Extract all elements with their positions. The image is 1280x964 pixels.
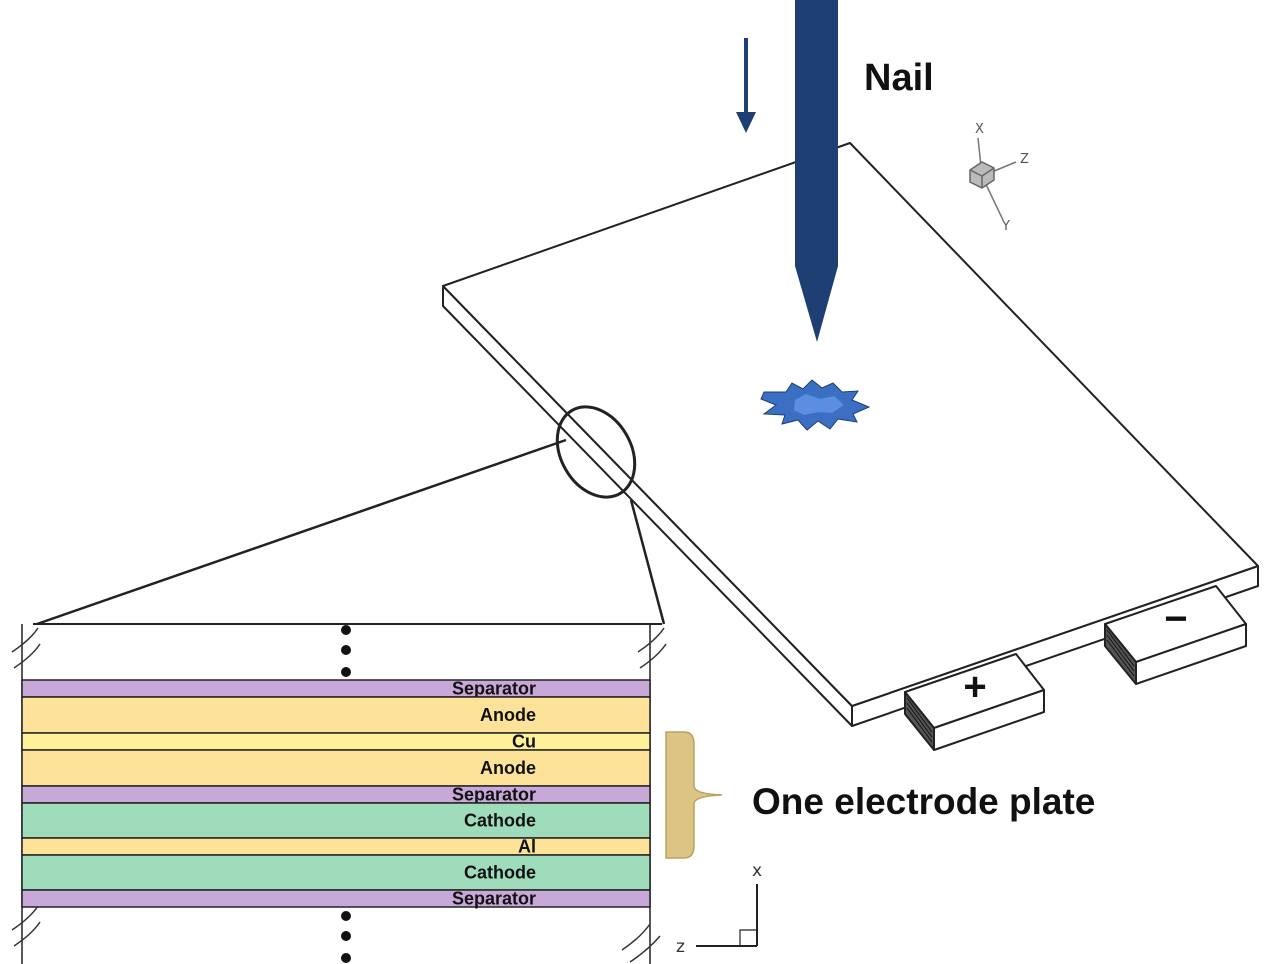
layer-label-anode: Anode [480,758,536,778]
layer-label-separator: Separator [452,889,536,909]
top-axis-x-label: X [975,122,984,137]
layer-label-anode: Anode [480,705,536,725]
break-mark-top-left [11,627,39,653]
penetration-spark-core [794,394,844,415]
zoom-connector-left [36,438,567,626]
layer-stack: SeparatorAnodeCuAnodeSeparatorCathodeAlC… [21,679,651,909]
layer-label-separator: Separator [452,785,536,805]
break-mark-top-right [637,627,665,653]
electrode-plate-brace [665,731,723,859]
bottom-axis-x-label: x [752,861,762,881]
layer-cu [21,732,651,751]
top-axis-y-label: Y [1001,219,1010,234]
bottom-axis [696,884,758,947]
nail [795,0,838,342]
layer-label-cu: Cu [512,732,536,752]
top-axis-triad [969,137,1017,221]
positive-terminal-label: + [963,665,986,709]
layer-cathode [21,854,651,891]
layer-label-cathode: Cathode [464,811,536,831]
layer-al [21,837,651,856]
electrode-plate-label: One electrode plate [752,781,1095,822]
layer-separator [21,889,651,908]
negative-terminal [1104,585,1247,685]
negative-terminal-label: − [1164,597,1187,641]
zoom-connector-right [629,499,666,625]
layer-cathode [21,802,651,839]
positive-terminal [904,653,1045,751]
cell-top-face [442,142,1259,707]
top-axis-z-label: Z [1020,152,1029,167]
bottom-axis-z-label: z [676,937,685,957]
layer-label-separator: Separator [452,679,536,699]
layer-anode [21,696,651,734]
nail-label: Nail [864,57,934,99]
axis-cube-icon [969,161,995,189]
continuation-dot [341,625,351,635]
layer-separator [21,785,651,804]
layer-label-al: Al [518,837,536,857]
layer-separator [21,679,651,698]
break-mark-bottom-left [11,905,39,931]
break-mark-bottom-right [621,923,651,951]
layer-anode [21,749,651,787]
down-arrow-icon [736,38,756,133]
layer-label-cathode: Cathode [464,863,536,883]
zoom-ellipse [555,405,637,499]
nail-shaft [795,0,838,342]
